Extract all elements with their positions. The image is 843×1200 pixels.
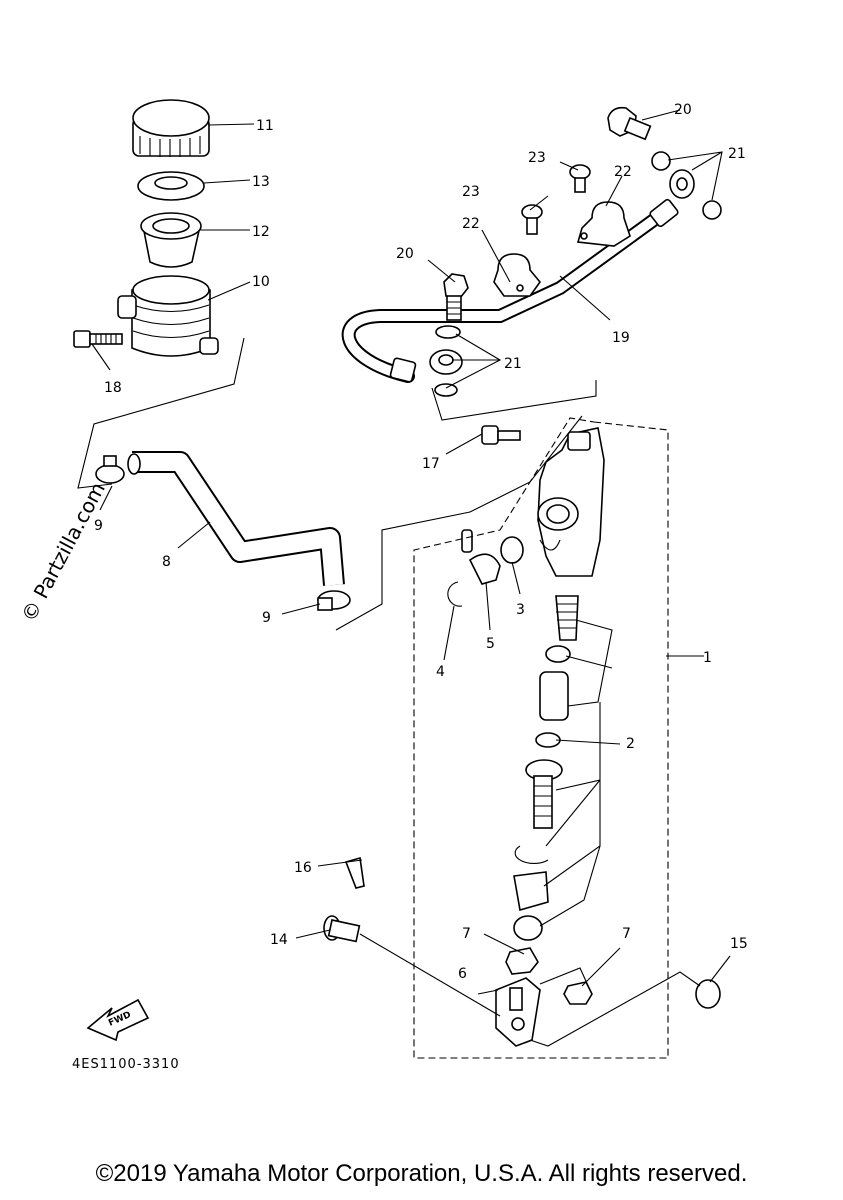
callout-14: 14: [270, 932, 288, 948]
callout-18: 18: [104, 380, 122, 396]
callout-13: 13: [252, 174, 270, 190]
callout-15: 15: [730, 936, 748, 952]
bolt-18: [73, 330, 123, 348]
callout-7-right: 7: [622, 926, 631, 942]
circlip-4: [447, 581, 463, 607]
callout-20-lower: 20: [396, 246, 414, 262]
callout-22-right: 22: [614, 164, 632, 180]
pin-14: [323, 915, 361, 943]
callout-5: 5: [486, 636, 495, 652]
callout-1: 1: [703, 650, 712, 666]
cap-11: [132, 99, 210, 157]
screw-23-left: [521, 204, 543, 235]
joint-5: [461, 529, 501, 585]
callout-4: 4: [436, 664, 445, 680]
callout-2: 2: [626, 736, 635, 752]
washer-15: [695, 979, 721, 1009]
nut-7-left: [505, 947, 539, 975]
oring-3: [500, 536, 524, 564]
eye-fitting-upper: [669, 169, 695, 199]
eye-fitting-lower: [429, 349, 463, 375]
grouping-lines: [77, 337, 597, 631]
callout-23-left: 23: [462, 184, 480, 200]
brake-hose-19: [341, 198, 679, 383]
bolt-17: [481, 425, 521, 445]
leader-lines: [91, 109, 731, 1047]
callout-17: 17: [422, 456, 440, 472]
diaphragm-plate-13: [137, 171, 205, 201]
piston-kit-2: [513, 595, 579, 941]
callout-20-upper: 20: [674, 102, 692, 118]
callout-21-upper: 21: [728, 146, 746, 162]
cotter-pin-16: [344, 856, 365, 889]
fwd-arrow: FWD: [86, 998, 150, 1042]
union-bolt-20-upper: [607, 106, 652, 141]
callouts: 1 2 3 4 5 6 7 7 8 9 9 10 11 12 13 14 15 …: [94, 102, 748, 982]
holder-22-left: [493, 253, 542, 297]
callout-9-lower: 9: [262, 610, 271, 626]
reservoir-10: [117, 275, 219, 357]
callout-3: 3: [516, 602, 525, 618]
callout-23-right: 23: [528, 150, 546, 166]
clamp-9-lower: [317, 590, 351, 611]
copyright-footer: ©2019 Yamaha Motor Corporation, U.S.A. A…: [95, 1160, 748, 1187]
callout-8: 8: [162, 554, 171, 570]
hose-8: [127, 451, 345, 586]
master-cylinder-1: [537, 427, 605, 577]
callout-10: 10: [252, 274, 270, 290]
callout-6: 6: [458, 966, 467, 982]
callout-11: 11: [256, 118, 274, 134]
diagram-code: 4ES1100-3310: [72, 1057, 180, 1072]
union-bolt-20-lower: [443, 273, 469, 321]
clevis-6: [495, 977, 541, 1047]
callout-22-left: 22: [462, 216, 480, 232]
callout-16: 16: [294, 860, 312, 876]
group-box-1: [413, 417, 669, 1059]
callout-21-lower: 21: [504, 356, 522, 372]
callout-7-left: 7: [462, 926, 471, 942]
screw-23-right: [569, 164, 591, 193]
diaphragm-12: [140, 212, 202, 268]
holder-22-right: [576, 201, 631, 247]
clamp-9-upper: [95, 455, 125, 484]
washers-21: [434, 151, 722, 397]
callout-19: 19: [612, 330, 630, 346]
callout-9-upper: 9: [94, 518, 103, 534]
callout-12: 12: [252, 224, 270, 240]
